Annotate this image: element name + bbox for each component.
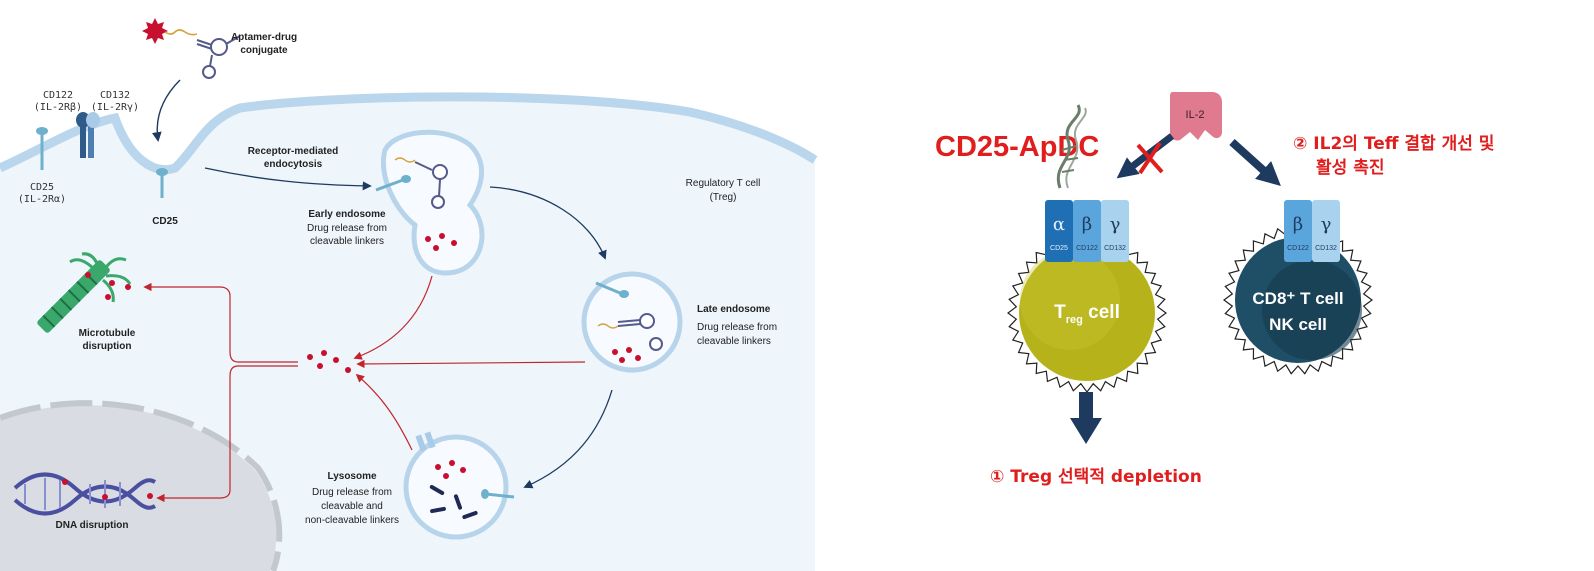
cd25-side-label-2: (IL-2Rα) <box>18 194 66 205</box>
late-endosome-desc-2: cleavable linkers <box>697 336 771 347</box>
treg-cell: Treg cell <box>1006 232 1168 394</box>
early-endosome <box>375 129 485 276</box>
endocytosis-arrow <box>204 167 372 191</box>
left-panel: Aptamer-drug conjugate CD122 (IL-2Rβ) CD… <box>0 18 818 571</box>
cd8-beta-label: β <box>1293 214 1303 235</box>
cd122-label-1: CD122 <box>43 90 73 101</box>
cd8-rec-cd122-label: CD122 <box>1287 245 1309 252</box>
gamma-label: γ <box>1110 214 1121 235</box>
beta-label: β <box>1082 214 1092 235</box>
nuclear-envelope <box>0 400 283 571</box>
note1: ① Treg 선택적 depletion <box>990 467 1202 487</box>
note2-line1: ② IL2의 Teff 결합 개선 및 <box>1293 133 1494 154</box>
early-endosome-title: Early endosome <box>308 209 386 220</box>
microtubule-arrow <box>143 282 298 363</box>
dna-arrow <box>156 365 298 503</box>
microtubule-label-2: disruption <box>83 341 132 352</box>
lysosome <box>403 431 515 540</box>
lysosome-desc-1: Drug release from <box>312 487 392 498</box>
treg-receptors: α β γ CD25 CD122 CD132 <box>1045 200 1129 262</box>
aptamer-icon <box>1056 104 1087 189</box>
block-x-icon <box>1136 141 1164 175</box>
rec-cd132-label: CD132 <box>1104 245 1126 252</box>
rec-cd122-label: CD122 <box>1076 245 1098 252</box>
right-panel: CD25-ApDC IL-2 ② IL2의 Teff 결합 개선 및 활성 촉진 <box>935 92 1494 487</box>
depletion-arrow <box>1070 392 1102 444</box>
rme-label-1: Receptor-mediated <box>248 146 339 157</box>
to-late-arrow <box>489 186 607 260</box>
cd8-nk-cell: CD8⁺ T cell NK cell <box>1222 225 1374 375</box>
microtubule-icon <box>37 252 132 333</box>
alpha-label: α <box>1053 214 1065 235</box>
early-release-arrow <box>353 275 433 360</box>
lysosome-desc-3: non-cleavable linkers <box>305 515 399 526</box>
cd8-label: CD8⁺ T cell <box>1252 289 1343 308</box>
early-endosome-desc-1: Drug release from <box>307 223 387 234</box>
il2-ligand: IL-2 <box>1170 92 1222 141</box>
lysosome-title: Lysosome <box>327 471 377 482</box>
aptamer-label-2: conjugate <box>240 45 288 56</box>
dna-icon <box>13 472 157 516</box>
to-lysosome-arrow <box>523 389 613 489</box>
cd132-label-1: CD132 <box>100 90 130 101</box>
microtubule-label-1: Microtubule <box>79 328 136 339</box>
cell-membrane <box>0 92 818 175</box>
binding-arrow <box>151 79 181 142</box>
drug-star-icon <box>142 18 168 44</box>
cd8-gamma-label: γ <box>1321 214 1332 235</box>
cd8-receptors: β γ CD122 CD132 <box>1284 200 1340 262</box>
cd25-label: CD25 <box>152 216 178 227</box>
cd122-label-2: (IL-2Rβ) <box>34 102 82 113</box>
cd8-rec-cd132-label: CD132 <box>1315 245 1337 252</box>
aptamer-label-1: Aptamer-drug <box>231 32 297 43</box>
nk-label: NK cell <box>1269 315 1327 334</box>
cd25-side-label-1: CD25 <box>30 182 54 193</box>
treg-label-1: Regulatory T cell <box>686 178 761 189</box>
il2-label: IL-2 <box>1186 109 1205 121</box>
cd25-receptor-side <box>36 127 48 170</box>
lyso-release-arrow <box>355 373 413 451</box>
released-drug <box>307 350 351 373</box>
rec-cd25-label: CD25 <box>1050 245 1068 252</box>
late-endosome-desc-1: Drug release from <box>697 322 777 333</box>
dna-label: DNA disruption <box>56 520 129 531</box>
cd132-label-2: (IL-2Rγ) <box>91 102 139 113</box>
late-endosome-title: Late endosome <box>697 304 771 315</box>
early-endosome-desc-2: cleavable linkers <box>310 236 384 247</box>
nucleus <box>0 405 277 571</box>
cd25-receptor-pit <box>156 168 168 198</box>
note2-line2: 활성 촉진 <box>1316 157 1384 178</box>
lysosome-desc-2: cleavable and <box>321 501 383 512</box>
il2-to-cd8-arrow <box>1229 139 1281 187</box>
treg-label-2: (Treg) <box>710 192 737 203</box>
rme-label-2: endocytosis <box>264 159 323 170</box>
aptamer-drug-conjugate <box>142 18 241 79</box>
late-endosome <box>581 271 683 373</box>
treg-cell-label: Treg cell <box>1054 302 1120 326</box>
late-release-arrow <box>356 359 586 369</box>
cd122-cd132-receptor <box>76 112 100 158</box>
